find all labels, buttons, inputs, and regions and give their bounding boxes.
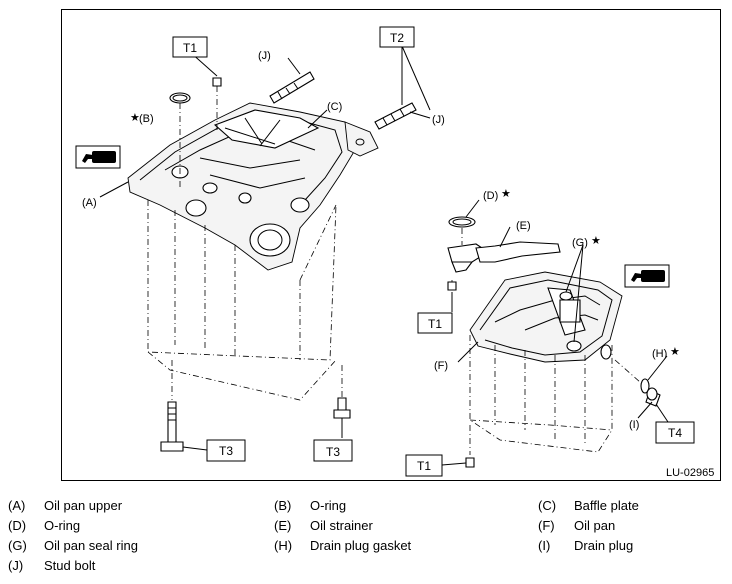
sealant-tube-icon <box>624 264 670 288</box>
legend-name: Oil pan <box>574 518 616 533</box>
leader-lines <box>99 45 669 466</box>
legend-code: (I) <box>538 538 551 553</box>
legend-name: Drain plug gasket <box>310 538 412 553</box>
legend-code: (J) <box>8 558 24 573</box>
legend-name: Oil pan seal ring <box>44 538 138 553</box>
callout-g: (G) <box>572 237 588 249</box>
legend-code: (G) <box>8 538 27 553</box>
torque-label-t3: T3 <box>219 444 233 458</box>
bolt-t1-strainer <box>447 281 457 291</box>
callout-a: (A) <box>82 197 97 209</box>
callout-b: (B) <box>139 113 154 125</box>
callout-i: (I) <box>629 419 639 431</box>
legend-code: (E) <box>274 518 292 533</box>
legend-name: Oil strainer <box>310 518 373 533</box>
callout-d: (D) <box>483 190 498 202</box>
callout-c: (C) <box>327 101 342 113</box>
bolt-t1-upper <box>212 77 222 130</box>
torque-label-t1: T1 <box>428 317 442 331</box>
torque-box-t3-right: T3 <box>313 439 353 462</box>
torque-box-t1-top: T1 <box>172 36 208 58</box>
legend-code: (A) <box>8 498 26 513</box>
torque-label-t1: T1 <box>183 41 197 55</box>
legend-name: Oil pan upper <box>44 498 123 513</box>
torque-label-t3: T3 <box>326 445 340 459</box>
callout-star-d: ★ <box>501 188 511 200</box>
oil-pan-upper-phantom <box>147 200 337 401</box>
oil-pan <box>469 271 623 363</box>
torque-box-t3-left: T3 <box>206 439 246 462</box>
torque-box-t1-pan: T1 <box>405 454 443 477</box>
stud-bolt-j2 <box>374 102 417 130</box>
legend-code: (C) <box>538 498 557 513</box>
callout-star-h: ★ <box>670 346 680 358</box>
torque-label-t2: T2 <box>390 31 404 45</box>
legend-name: Drain plug <box>574 538 634 553</box>
torque-label-t4: T4 <box>668 426 682 440</box>
callout-j-top: (J) <box>258 50 271 62</box>
diagram-frame <box>61 9 721 481</box>
callout-e: (E) <box>516 220 531 232</box>
callout-star-b: ★ <box>130 112 140 124</box>
figure-id: LU-02965 <box>666 467 714 479</box>
callout-star-g: ★ <box>591 235 601 247</box>
baffle-plate <box>213 109 320 149</box>
oil-strainer <box>447 216 561 296</box>
drain-plug <box>614 359 661 407</box>
sealant-tube-icon <box>75 145 121 169</box>
torque-label-t1: T1 <box>417 459 431 473</box>
callout-j-right: (J) <box>432 114 445 126</box>
short-bolt-t3 <box>333 365 351 419</box>
long-bolt-t3 <box>160 360 184 452</box>
legend-code: (D) <box>8 518 27 533</box>
torque-box-t4: T4 <box>655 421 695 444</box>
exploded-view-diagram: T1 T2 T1 T3 T3 T4 T1 (A) ★ (B) (C) (D) ★… <box>75 26 714 479</box>
bolt-t1-pan <box>465 425 475 468</box>
callout-f: (F) <box>434 360 448 372</box>
legend-name: O-ring <box>44 518 81 533</box>
drain-plug-gasket <box>640 378 650 394</box>
legend-name: O-ring <box>310 498 347 513</box>
parts-legend: (A) Oil pan upper (B) O-ring (C) Baffle … <box>0 492 732 584</box>
oil-pan-phantom <box>469 335 613 453</box>
torque-box-t1-strainer: T1 <box>417 312 453 334</box>
legend-code: (F) <box>538 518 555 533</box>
legend-code: (B) <box>274 498 292 513</box>
legend-code: (H) <box>274 538 293 553</box>
callout-h: (H) <box>652 348 667 360</box>
legend-name: Stud bolt <box>44 558 96 573</box>
stud-bolt-j1 <box>269 71 315 104</box>
o-ring-b <box>169 92 191 190</box>
torque-box-t2: T2 <box>379 26 415 48</box>
legend-name: Baffle plate <box>574 498 639 513</box>
